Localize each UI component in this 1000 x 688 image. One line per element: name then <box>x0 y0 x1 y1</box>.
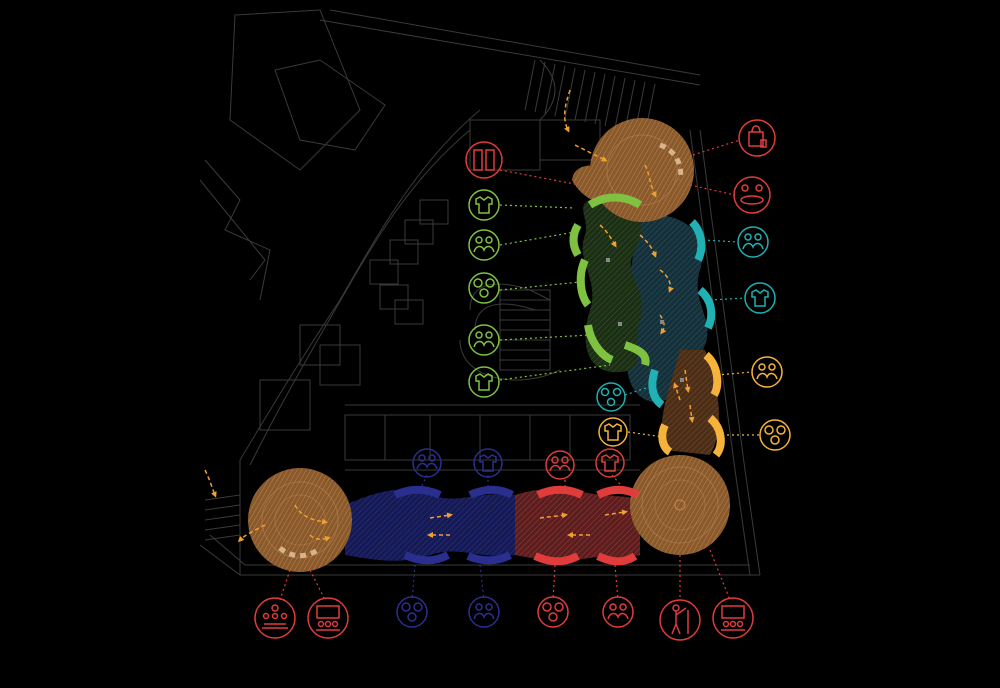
balls-icon <box>759 419 791 451</box>
tshirt-icon <box>744 282 776 314</box>
shopping-bag-icon <box>738 119 776 157</box>
stairs-center <box>459 283 561 381</box>
group-icon <box>602 596 634 628</box>
tshirt-icon <box>468 366 500 398</box>
stairs-north <box>524 59 656 135</box>
presentation-icon <box>712 597 754 639</box>
presenter-icon <box>659 599 701 641</box>
balls-icon <box>537 596 569 628</box>
group-icon <box>751 356 783 388</box>
stairs-southwest <box>204 494 241 541</box>
leader-lines <box>279 139 760 601</box>
tshirt-icon <box>595 448 625 478</box>
group-icon <box>468 229 500 261</box>
tshirt-icon <box>598 417 628 447</box>
audience-icon <box>254 597 296 639</box>
toilet-rooms <box>259 199 449 431</box>
hub-west <box>248 468 352 572</box>
building-plan-lines <box>199 9 761 576</box>
hub-southeast <box>630 455 730 555</box>
icon-callouts <box>254 119 791 641</box>
group-icon <box>468 324 500 356</box>
blue-corridor <box>345 489 515 561</box>
group-icon <box>545 450 575 480</box>
meeting-table-icon <box>733 176 771 214</box>
green-corridor <box>582 196 643 373</box>
south-rooms <box>344 404 640 471</box>
lockers-icon <box>465 141 503 179</box>
group-icon <box>737 226 769 258</box>
balls-icon <box>468 272 500 304</box>
red-corridor <box>515 489 640 561</box>
seat-markers <box>606 258 684 382</box>
zones <box>248 118 730 572</box>
group-icon <box>468 596 500 628</box>
tshirt-icon <box>468 189 500 221</box>
tshirt-icon <box>473 448 503 478</box>
group-icon <box>412 448 442 478</box>
yellow-corridor <box>661 350 720 455</box>
presentation-icon <box>307 597 349 639</box>
zone-edge-arcs <box>393 193 725 566</box>
flow-arrows <box>204 89 695 543</box>
balls-icon <box>596 382 626 412</box>
balls-icon <box>396 596 428 628</box>
